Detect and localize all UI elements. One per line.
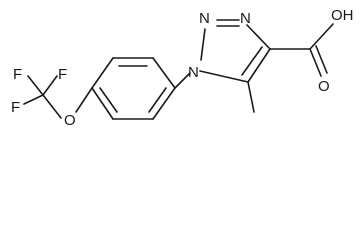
benzene-inner-2: [99, 87, 118, 113]
bond-c5-c4: [247, 48, 271, 83]
bond-n1-c5: [199, 70, 249, 83]
bond-c5-c4-inner: [241, 46, 263, 76]
benzene-bond-6: [152, 87, 176, 120]
chemical-structure: N N N OH O O F F F: [11, 7, 354, 129]
bond-phenyl-o: [75, 87, 93, 113]
atom-n-upper: N: [240, 10, 251, 27]
bond-c5-methyl: [247, 81, 255, 113]
bond-c-f-top-left: [27, 75, 44, 96]
atom-f-top-right: F: [58, 66, 67, 83]
atom-n-top: N: [199, 10, 210, 27]
atom-f-top-left: F: [13, 66, 22, 83]
benzene-bond-3: [91, 57, 114, 89]
bond-n1-phenyl: [174, 72, 191, 89]
structure-canvas: N N N OH O O F F F: [11, 7, 354, 129]
atom-n-lower: N: [188, 64, 199, 81]
atom-oh: OH: [331, 7, 354, 24]
bond-c-f-top-right: [42, 75, 58, 96]
benzene-inner-3: [148, 87, 167, 113]
atom-o-ether: O: [64, 112, 76, 129]
benzene-bond-4: [91, 87, 114, 120]
benzene-bond-1: [152, 57, 176, 89]
bond-c-f-left: [23, 94, 44, 105]
bond-c4-n3: [246, 24, 271, 50]
bond-n2-n1: [200, 28, 206, 61]
atom-o-carbonyl: O: [318, 78, 330, 95]
bond-carboxyl-oh: [309, 23, 334, 50]
atom-f-left: F: [11, 99, 20, 116]
bond-o-cf3: [42, 94, 62, 119]
bond-carboxyl-o-double-1: [309, 48, 322, 77]
bond-carboxyl-o-double-2: [315, 45, 328, 74]
